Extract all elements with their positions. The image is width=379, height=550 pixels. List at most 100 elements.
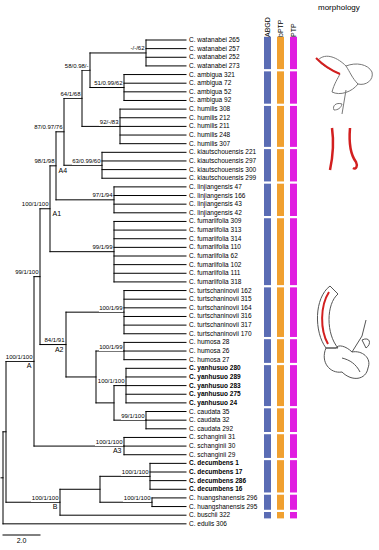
scale-bar	[3, 535, 40, 536]
clade-label: A1	[52, 210, 62, 218]
spur-highlight	[322, 292, 329, 344]
species-delimitation-bar	[277, 408, 284, 432]
method-header: bPTP	[277, 19, 284, 37]
species-delimitation-bar	[277, 184, 284, 216]
root-stem	[1, 477, 3, 478]
petal-line	[346, 66, 358, 84]
pedicel-line	[342, 90, 346, 114]
branch-line	[66, 376, 96, 377]
support-value: 87/0.97/76	[34, 124, 63, 131]
branch-line	[60, 515, 186, 516]
taxon-label: C. fumariifolia 313	[189, 226, 241, 234]
taxon-label: C. decumbens 16	[189, 485, 242, 493]
taxon-label: C. schanginii 31	[189, 433, 235, 441]
species-delimitation-bar	[264, 434, 271, 458]
species-delimitation-bar	[290, 71, 297, 103]
species-delimitation-bar	[290, 434, 297, 458]
branch-line	[114, 256, 186, 257]
pedicel-line	[352, 320, 366, 352]
taxon-label: C. decumbens 286	[189, 477, 246, 485]
clade-label: A	[26, 362, 32, 370]
branch-line	[114, 281, 186, 282]
branch-line	[120, 117, 186, 118]
branch-line	[124, 325, 186, 326]
taxon-label: C. linjiangensis 42	[189, 209, 242, 217]
species-delimitation-bar	[290, 37, 297, 69]
support-value: 100/1/100	[5, 354, 33, 361]
taxon-label: C. linjiangensis 166	[189, 192, 245, 200]
bract-outline	[333, 103, 342, 110]
support-value: 100/1/100	[21, 201, 49, 208]
branch-line	[64, 165, 102, 166]
branch-line	[90, 87, 124, 88]
taxon-label: C. fumariifolia 62	[189, 252, 238, 260]
taxon-label: C. turtschaninovii 162	[189, 287, 252, 295]
branch-line	[120, 135, 186, 136]
species-delimitation-bar	[290, 512, 297, 518]
branch-line	[82, 126, 120, 127]
species-delimitation-bar	[277, 218, 284, 285]
support-value: 92/-/83	[99, 119, 119, 126]
taxon-label: C. linjiangensis 47	[189, 183, 242, 191]
species-delimitation-bar	[277, 434, 284, 458]
branch-line	[150, 480, 186, 481]
support-value: 58/0.98/-	[64, 63, 89, 70]
species-delimitation-bar	[290, 218, 297, 285]
branch-line	[124, 437, 186, 438]
branch-line	[34, 276, 40, 277]
taxon-label: C. turtschaninovii 164	[189, 304, 252, 312]
taxon-label: C. fumariifolia 314	[189, 235, 241, 243]
branch-line	[126, 376, 186, 377]
branch-line	[124, 290, 186, 291]
branch-line	[3, 523, 186, 524]
support-value: 100/1/99	[99, 344, 123, 351]
branch-line	[50, 251, 114, 252]
method-header: ABGD	[264, 17, 271, 37]
branch-line	[126, 385, 186, 386]
clade-label: A2	[54, 346, 64, 354]
taxon-label: C. schanginii 29	[189, 451, 235, 459]
species-delimitation-bar	[264, 460, 271, 492]
clade-label: A4	[58, 167, 68, 175]
branch-line	[96, 351, 124, 352]
taxon-label: C. kiautschouensis 300	[189, 166, 256, 174]
branch-line	[100, 502, 152, 503]
branch-line	[124, 83, 186, 84]
branch-line	[120, 143, 186, 144]
support-value: 84/1/91	[44, 337, 65, 344]
flower-drawing	[317, 286, 369, 378]
support-value: 63/0.99/60	[72, 158, 101, 165]
branch-line	[126, 394, 186, 395]
species-delimitation-bar	[264, 37, 271, 69]
taxon-label: C. decumbens 1	[189, 459, 239, 467]
species-delimitation-bar	[264, 339, 271, 363]
taxon-label: C. kiautschouensis 297	[189, 157, 256, 165]
panel-title: morphology	[318, 3, 360, 13]
branch-line	[114, 195, 186, 196]
taxon-label: C. watanabei 265	[189, 36, 240, 44]
flower-drawing	[318, 56, 372, 114]
taxon-label: C. humosa 27	[189, 356, 229, 364]
taxon-label: C. fumariifolia 110	[189, 243, 241, 251]
taxon-label: C. fumariifolia 102	[189, 261, 241, 269]
taxon-label: C. turtschaninovii 315	[189, 295, 252, 303]
branch-line	[150, 463, 186, 464]
taxon-label: C. schanginii 30	[189, 442, 235, 450]
taxon-label: C. turtschaninovii 317	[189, 321, 252, 329]
spur-highlight	[316, 58, 340, 74]
petal-line	[342, 358, 360, 372]
branch-line	[102, 169, 186, 170]
support-value: 99/1/100	[15, 269, 39, 276]
species-delimitation-bar	[264, 287, 271, 337]
support-value: 100/1/100	[31, 495, 59, 502]
bract-outline	[362, 339, 369, 348]
clade-label: B	[52, 503, 58, 511]
taxon-label: C. caudata 292	[189, 425, 233, 433]
branch-line	[114, 212, 186, 213]
species-delimitation-bar	[290, 184, 297, 216]
branch-line	[102, 160, 186, 161]
species-delimitation-bar	[290, 287, 297, 337]
branch-line	[60, 489, 100, 490]
species-delimitation-bar	[277, 512, 284, 518]
